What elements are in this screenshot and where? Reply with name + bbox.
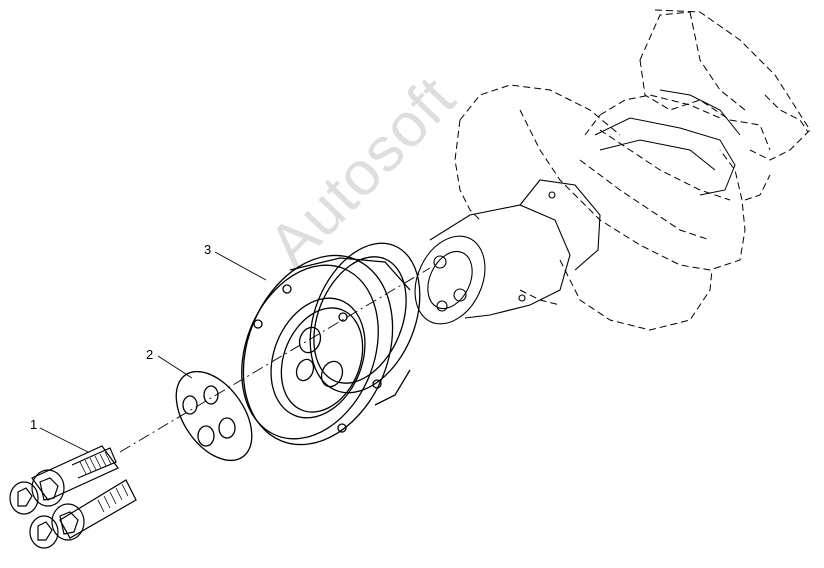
washer-plate — [175, 370, 253, 462]
crankshaft-phantom — [454, 9, 811, 331]
callout-1: 1 — [30, 417, 38, 432]
leader-line-2 — [157, 355, 193, 379]
callout-3: 3 — [204, 242, 212, 257]
leader-line-3 — [214, 251, 267, 281]
hub-flange — [241, 242, 421, 446]
callout-2: 2 — [146, 347, 154, 362]
bolts — [9, 445, 137, 549]
leader-line-1 — [39, 427, 89, 453]
axis-line — [119, 267, 431, 453]
crankshaft-nose — [414, 179, 601, 325]
crankshaft-solid — [594, 89, 741, 196]
